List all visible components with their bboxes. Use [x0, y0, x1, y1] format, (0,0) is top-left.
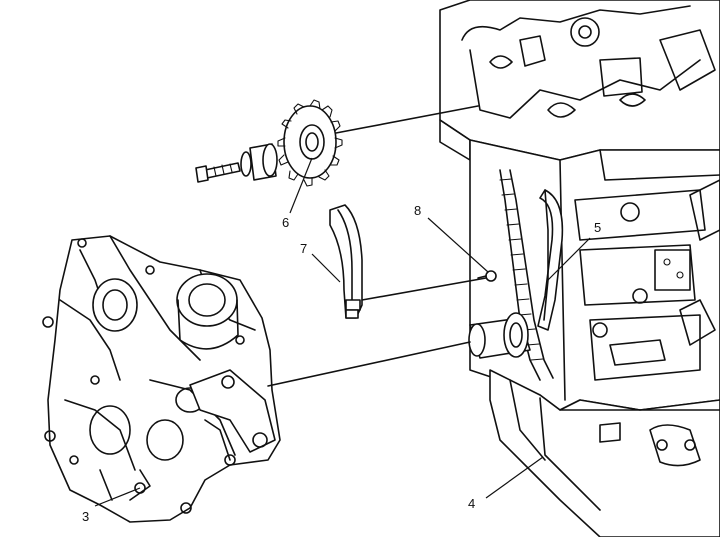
callout-label-3: 3	[82, 509, 89, 524]
callout-label-7: 7	[300, 241, 307, 256]
camshaft-spacer	[240, 143, 278, 181]
callout-label-4: 4	[468, 496, 475, 511]
callout-leaders	[94, 157, 591, 507]
timing-chain	[499, 169, 554, 381]
callout-label-6: 6	[282, 215, 289, 230]
timing-chain-guide	[537, 189, 564, 331]
callout-label-8: 8	[414, 203, 421, 218]
camshaft-sprocket	[277, 99, 343, 187]
engine-block	[439, 0, 720, 537]
crankshaft-sprocket	[468, 312, 531, 359]
tensioner-pin	[477, 270, 497, 282]
assembly-lines	[267, 105, 487, 387]
sprocket-bolt	[195, 162, 241, 183]
callout-label-5: 5	[594, 220, 601, 235]
tensioner-rail	[329, 204, 363, 319]
timing-cover	[42, 235, 281, 523]
